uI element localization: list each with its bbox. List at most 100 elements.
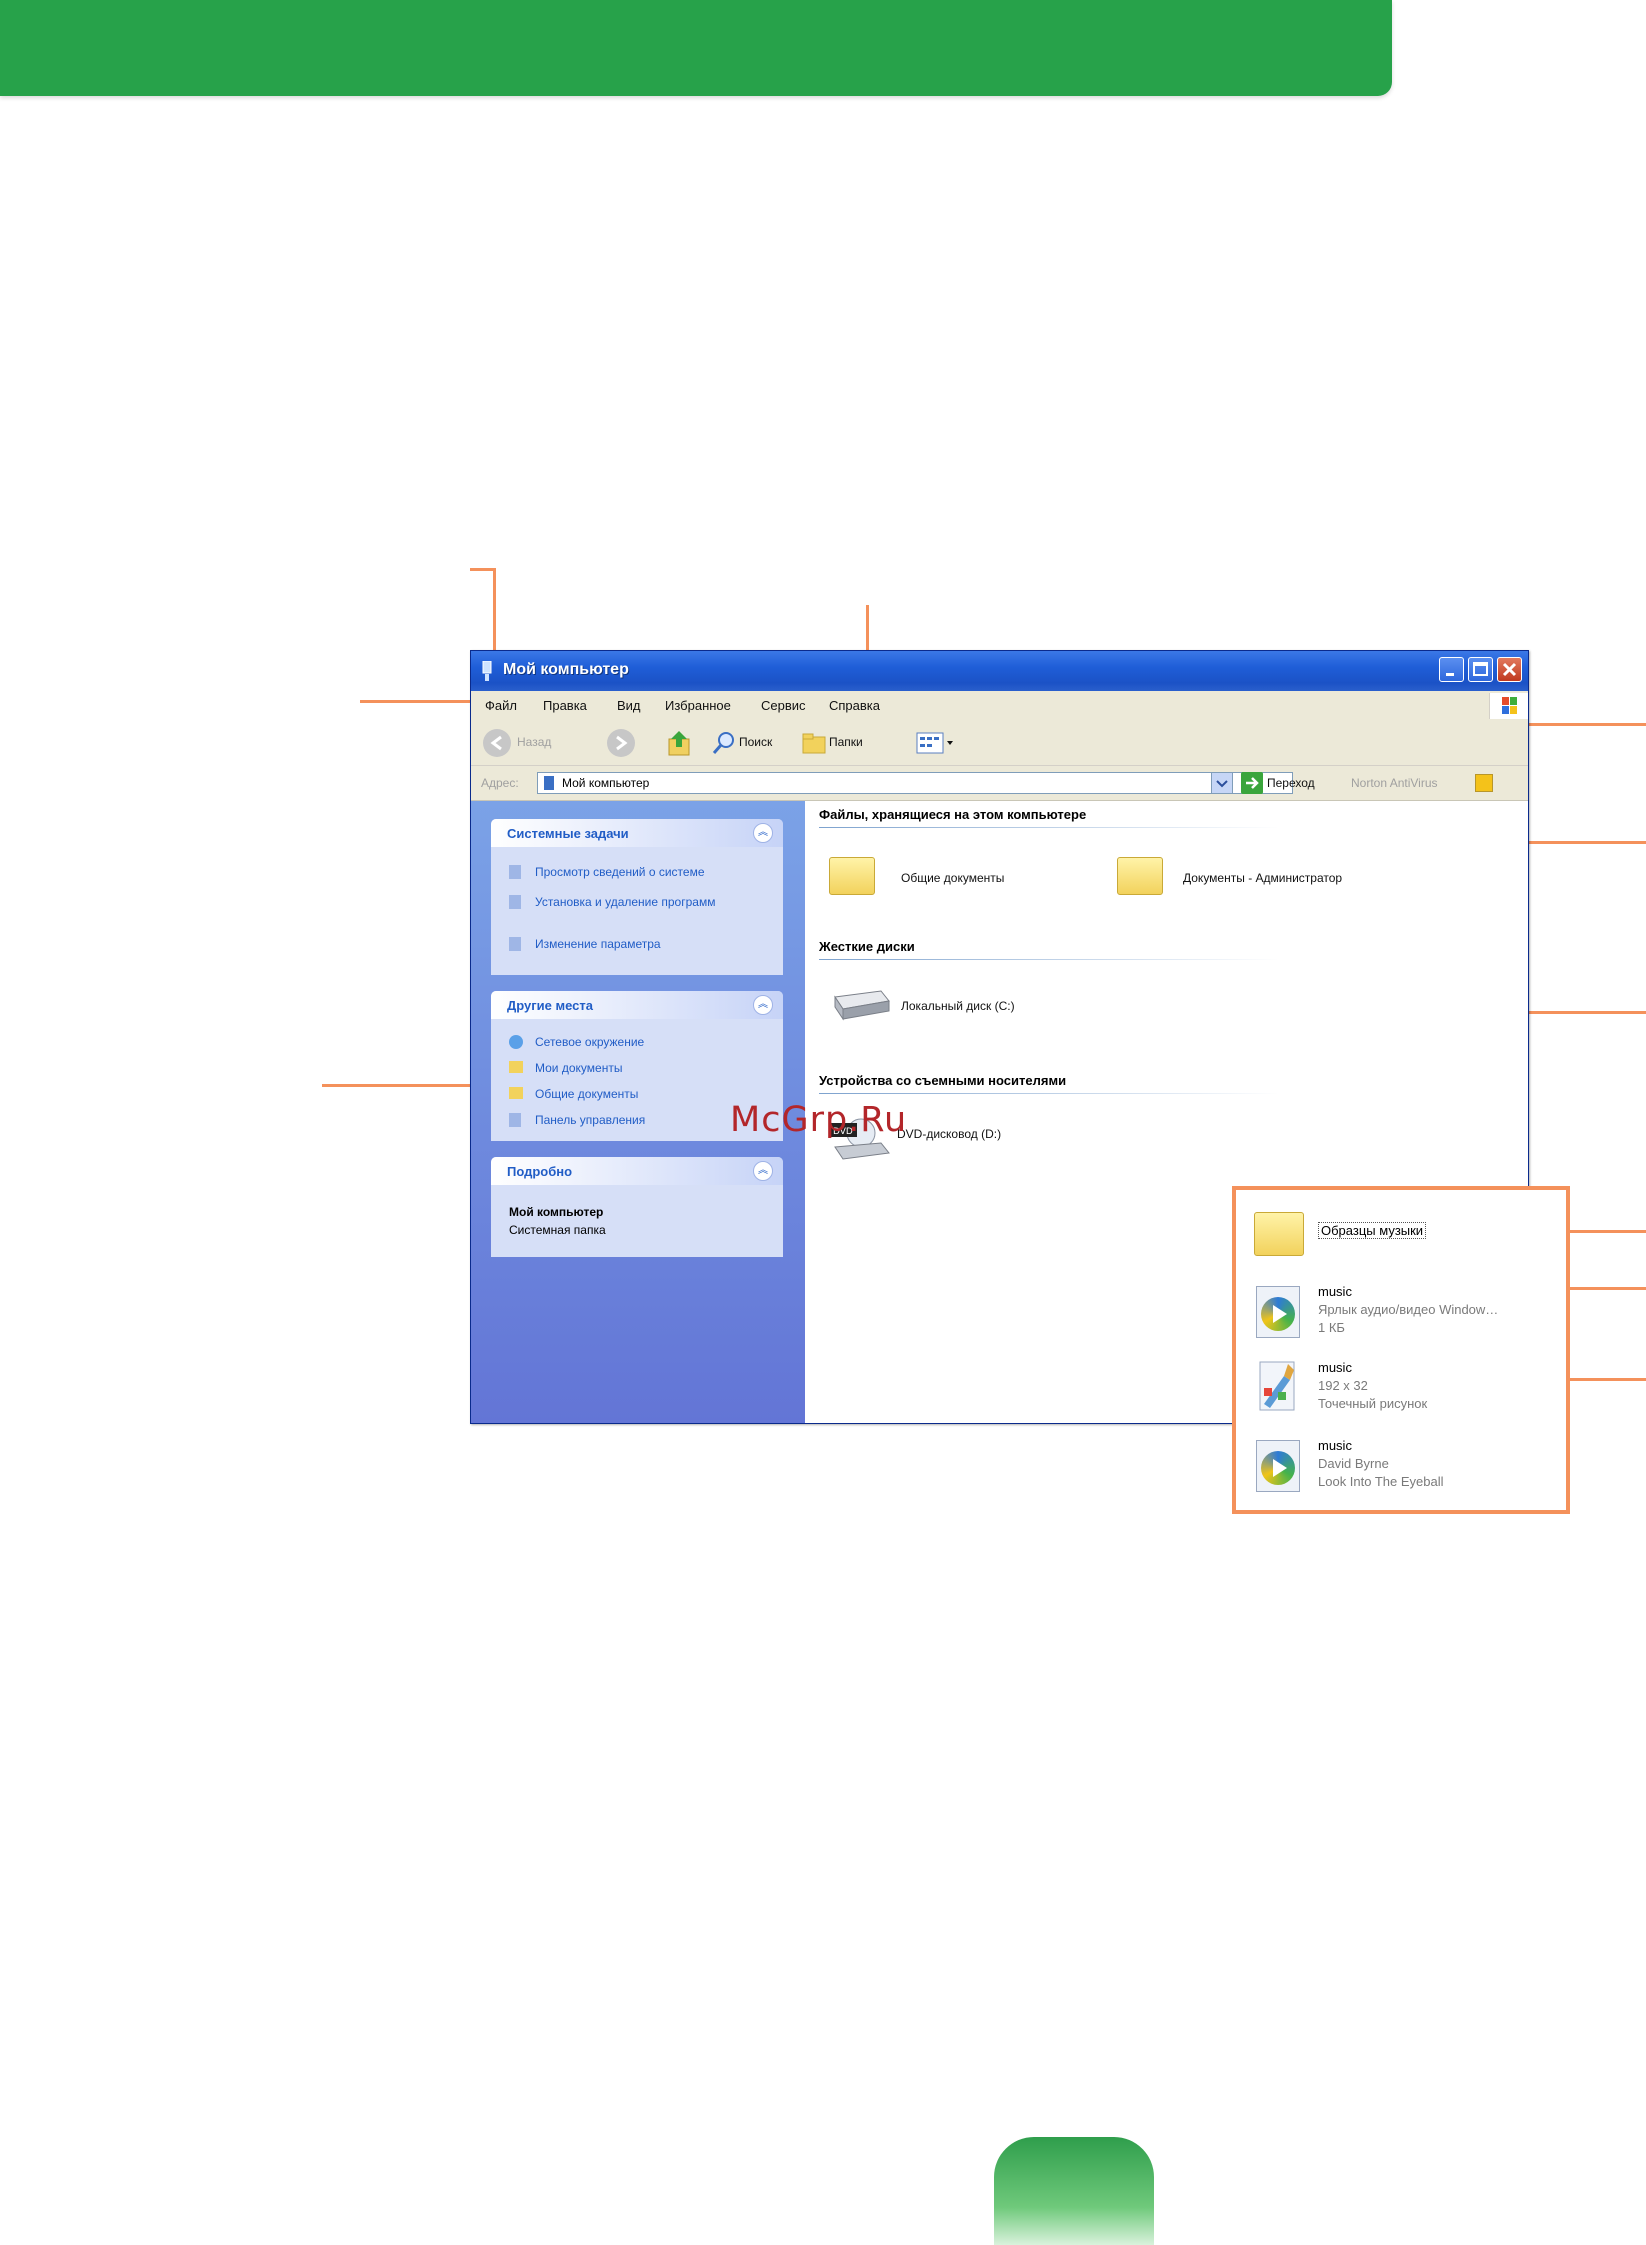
group-title-removable: Устройства со съемными носителями bbox=[819, 1073, 1067, 1088]
address-dropdown-button[interactable] bbox=[1211, 772, 1233, 794]
folder-item-admin-documents[interactable]: Документы - Администратор bbox=[1117, 853, 1417, 903]
media-player-icon bbox=[1256, 1440, 1300, 1492]
control-panel-icon bbox=[509, 1113, 521, 1127]
title-bar[interactable]: Мой компьютер bbox=[471, 651, 1528, 691]
forward-button[interactable] bbox=[607, 729, 635, 757]
menu-tools[interactable]: Сервис bbox=[761, 698, 806, 713]
folder-icon bbox=[1117, 857, 1163, 895]
tasks-pane: Системные задачи ︽ Просмотр сведений о с… bbox=[471, 801, 805, 1423]
folder-item-shared-documents[interactable]: Общие документы bbox=[829, 853, 1029, 903]
views-button[interactable] bbox=[915, 730, 957, 756]
tile-file-line2: Look Into The Eyeball bbox=[1318, 1474, 1444, 1489]
tile-file-name: music bbox=[1318, 1360, 1352, 1375]
group-title-hard-drives: Жесткие диски bbox=[819, 939, 915, 954]
search-icon bbox=[712, 732, 734, 754]
folders-label: Папки bbox=[829, 735, 863, 749]
maximize-button[interactable] bbox=[1468, 657, 1493, 682]
task-link-system-info[interactable]: Просмотр сведений о системе bbox=[535, 865, 705, 879]
tile-file-line1: David Byrne bbox=[1318, 1456, 1389, 1471]
tile-file[interactable]: music 192 x 32 Точечный рисунок bbox=[1254, 1358, 1564, 1422]
hard-drive-icon bbox=[834, 990, 890, 1021]
norton-icon[interactable] bbox=[1475, 774, 1493, 792]
settings-icon bbox=[509, 937, 521, 951]
explorer-window: Мой компьютер Файл Правка Вид Избранное … bbox=[470, 650, 1529, 1424]
panel-header[interactable]: Другие места ︽ bbox=[491, 991, 783, 1019]
callout-menu bbox=[360, 700, 482, 703]
folder-icon bbox=[829, 857, 875, 895]
menu-edit[interactable]: Правка bbox=[543, 698, 587, 713]
system-info-icon bbox=[509, 865, 521, 879]
back-label: Назад bbox=[517, 735, 552, 749]
details-name: Мой компьютер bbox=[509, 1205, 604, 1219]
chevron-down-icon bbox=[1216, 780, 1228, 788]
panel-details: Подробно ︽ Мой компьютер Системная папка bbox=[491, 1157, 783, 1257]
place-link-control-panel[interactable]: Панель управления bbox=[535, 1113, 646, 1127]
drive-item-dvd-d[interactable]: DVD DVD-дисковод (D:) bbox=[829, 1113, 1069, 1169]
back-button[interactable] bbox=[483, 729, 511, 757]
up-folder-icon bbox=[668, 731, 690, 756]
collapse-icon[interactable]: ︽ bbox=[753, 995, 773, 1015]
folders-button[interactable] bbox=[801, 729, 827, 757]
address-field[interactable]: Мой компьютер bbox=[537, 772, 1293, 794]
paint-bitmap-icon bbox=[1254, 1358, 1300, 1414]
callout-tasks bbox=[322, 1084, 472, 1087]
network-icon bbox=[509, 1035, 523, 1049]
tile-file-name: music bbox=[1318, 1438, 1352, 1453]
place-link-shared-documents[interactable]: Общие документы bbox=[535, 1087, 639, 1101]
panel-other-places: Другие места ︽ Сетевое окружение Мои док… bbox=[491, 991, 783, 1141]
go-label: Переход bbox=[1267, 776, 1315, 790]
collapse-icon[interactable]: ︽ bbox=[753, 823, 773, 843]
panel-header[interactable]: Подробно ︽ bbox=[491, 1157, 783, 1185]
menu-favorites[interactable]: Избранное bbox=[665, 698, 731, 713]
tile-file[interactable]: music David Byrne Look Into The Eyeball bbox=[1254, 1436, 1564, 1500]
place-link-network[interactable]: Сетевое окружение bbox=[535, 1035, 645, 1049]
search-label: Поиск bbox=[739, 735, 773, 749]
close-button[interactable] bbox=[1497, 657, 1522, 682]
panel-title: Подробно bbox=[507, 1164, 573, 1179]
details-type: Системная папка bbox=[509, 1223, 606, 1237]
place-link-my-documents[interactable]: Мои документы bbox=[535, 1061, 623, 1075]
tile-file-line2: 1 КБ bbox=[1318, 1320, 1345, 1335]
address-label: Адрес: bbox=[481, 776, 519, 790]
collapse-icon[interactable]: ︽ bbox=[753, 1161, 773, 1181]
computer-icon bbox=[481, 660, 493, 681]
address-bar: Адрес: Мой компьютер Переход Norton Anti… bbox=[471, 766, 1528, 801]
task-link-add-remove[interactable]: Установка и удаление программ bbox=[535, 895, 716, 909]
group-divider bbox=[819, 1093, 1279, 1094]
tile-folder[interactable]: Образцы музыки bbox=[1254, 1208, 1554, 1264]
tile-file[interactable]: music Ярлык аудио/видео Window… 1 КБ bbox=[1254, 1282, 1564, 1346]
page-number-tab bbox=[994, 2137, 1154, 2245]
my-documents-icon bbox=[509, 1061, 523, 1073]
toolbar: Назад Поиск Папки bbox=[471, 721, 1528, 766]
go-button[interactable] bbox=[1241, 772, 1263, 794]
menu-bar: Файл Правка Вид Избранное Сервис Справка bbox=[471, 691, 1528, 722]
tile-file-name: music bbox=[1318, 1284, 1352, 1299]
close-icon bbox=[1502, 662, 1517, 677]
menu-file[interactable]: Файл bbox=[485, 698, 517, 713]
item-label: Локальный диск (C:) bbox=[901, 999, 1015, 1013]
item-label: DVD-дисковод (D:) bbox=[897, 1127, 1002, 1141]
watermark: McGrp.Ru bbox=[730, 1100, 908, 1140]
add-remove-icon bbox=[509, 895, 521, 909]
panel-header[interactable]: Системные задачи ︽ bbox=[491, 819, 783, 847]
minimize-button[interactable] bbox=[1439, 657, 1464, 682]
item-label: Документы - Администратор bbox=[1183, 871, 1343, 885]
dvd-drive-icon: DVD bbox=[831, 1118, 890, 1160]
tile-file-line2: Точечный рисунок bbox=[1318, 1396, 1428, 1411]
menu-help[interactable]: Справка bbox=[829, 698, 880, 713]
views-icon bbox=[916, 732, 953, 754]
folder-icon bbox=[1254, 1212, 1304, 1256]
drive-item-local-c[interactable]: Локальный диск (C:) bbox=[829, 983, 1069, 1027]
computer-icon bbox=[544, 776, 554, 790]
address-value: Мой компьютер bbox=[562, 776, 650, 790]
window-title: Мой компьютер bbox=[503, 661, 629, 678]
task-link-change-setting[interactable]: Изменение параметра bbox=[535, 937, 661, 951]
group-divider bbox=[819, 959, 1279, 960]
menu-view[interactable]: Вид bbox=[617, 698, 641, 713]
up-folder-button[interactable] bbox=[667, 729, 693, 757]
group-title-files: Файлы, хранящиеся на этом компьютере bbox=[819, 807, 1087, 822]
tile-file-line1: 192 x 32 bbox=[1318, 1378, 1368, 1393]
search-button[interactable] bbox=[711, 729, 737, 757]
callout-box bbox=[1570, 1378, 1646, 1381]
panel-system-tasks: Системные задачи ︽ Просмотр сведений о с… bbox=[491, 819, 783, 975]
